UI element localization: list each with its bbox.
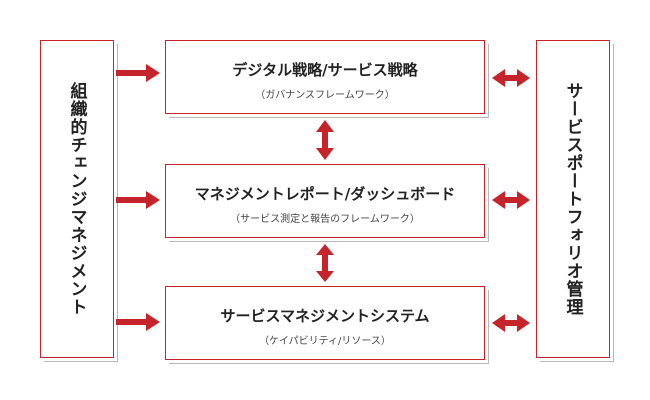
digital-service-strategy-title: デジタル戦略/サービス戦略 xyxy=(232,61,418,79)
management-report-dashboard-box: マネジメントレポート/ダッシュボード （サービス測定と報告のフレームワーク） xyxy=(165,164,485,238)
digital-service-strategy-box: デジタル戦略/サービス戦略 （ガバナンスフレームワーク） xyxy=(165,40,485,114)
management-report-dashboard-title: マネジメントレポート/ダッシュボード xyxy=(194,185,456,203)
double-arrow-system-portfolio xyxy=(492,314,530,332)
double-arrow-strategy-portfolio xyxy=(492,69,530,87)
organizational-change-management-box: 組織的チェンジマネジメント xyxy=(40,40,114,358)
service-management-system-box: サービスマネジメントシステム （ケイパビリティ/リソース） xyxy=(165,286,485,360)
double-arrow-report-system xyxy=(316,244,334,282)
double-arrow-report-portfolio xyxy=(492,191,530,209)
double-arrow-strategy-report xyxy=(316,120,334,160)
management-report-dashboard-subtitle: （サービス測定と報告のフレームワーク） xyxy=(230,214,420,225)
arrow-left-to-system xyxy=(116,313,160,331)
service-management-system-subtitle: （ケイパビリティ/リソース） xyxy=(259,336,391,347)
service-portfolio-management-label: サービスポートフォリオ管理 xyxy=(562,82,583,316)
service-management-system-title: サービスマネジメントシステム xyxy=(220,307,430,325)
digital-service-strategy-subtitle: （ガバナンスフレームワーク） xyxy=(255,90,395,101)
arrow-left-to-report xyxy=(116,191,160,209)
service-portfolio-management-box: サービスポートフォリオ管理 xyxy=(536,40,610,358)
arrow-left-to-strategy xyxy=(116,64,160,82)
organizational-change-management-label: 組織的チェンジマネジメント xyxy=(66,82,87,316)
